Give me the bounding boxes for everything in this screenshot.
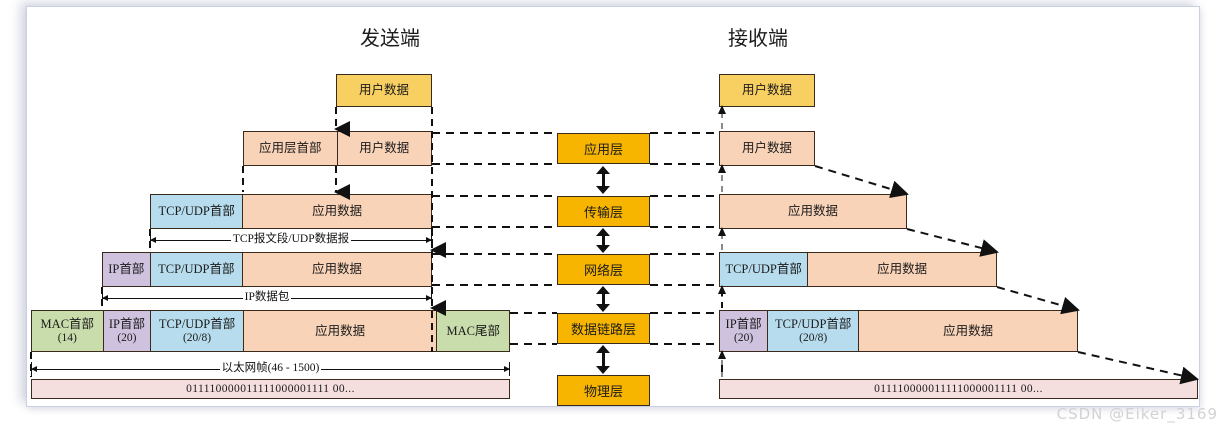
mac-trailer-segment: MAC尾部 — [437, 311, 509, 351]
watermark: CSDN @Eiker_3169 — [1056, 405, 1218, 423]
layer-arrow-app-transport — [596, 166, 610, 194]
app-data-segment: 应用数据 — [808, 253, 996, 286]
measure-ip-packet-label: IP数据包 — [242, 291, 292, 303]
layer-label-network: 网络层 — [583, 263, 623, 278]
tcp-header-segment: TCP/UDP首部 — [150, 253, 244, 286]
ip-header-size: (20) — [734, 331, 754, 344]
app-data-label: 应用数据 — [877, 262, 928, 277]
sender-transport-row: TCP/UDP首部 应用数据 — [150, 194, 432, 229]
tcp-header-size: (20/8) — [182, 331, 212, 344]
ip-header-label: IP首部 — [108, 316, 145, 331]
ip-header-segment: IP首部 (20) — [103, 311, 152, 351]
app-data-label: 应用数据 — [312, 262, 363, 277]
layer-label-transport: 传输层 — [583, 205, 623, 220]
sender-datalink-row: MAC首部 (14) IP首部 (20) TCP/UDP首部 (20/8) 应用… — [31, 310, 510, 352]
receiver-transport-row: 应用数据 — [719, 194, 907, 229]
receiver-application-row: 用户数据 — [719, 131, 815, 166]
layer-label-application: 应用层 — [583, 142, 623, 157]
layer-arrow-network-datalink — [596, 286, 610, 312]
layer-box-transport: 传输层 — [557, 196, 650, 227]
measure-tcp-segment-label: TCP报文段/UDP数据报 — [230, 233, 352, 245]
ip-header-segment: IP首部 (20) — [720, 311, 769, 351]
app-data-segment: 应用数据 — [243, 311, 438, 351]
sender-title: 发送端 — [360, 28, 420, 50]
tcp-header-segment: TCP/UDP首部 — [720, 253, 809, 286]
ip-header-label: IP首部 — [725, 316, 762, 331]
user-data-label: 用户数据 — [359, 141, 410, 156]
layer-box-physical: 物理层 — [557, 375, 650, 406]
sender-bitstream-row: 011110000011111000001111 00... — [31, 379, 510, 399]
app-data-label: 应用数据 — [312, 204, 363, 219]
app-data-label: 应用数据 — [787, 204, 838, 219]
ip-header-segment: IP首部 — [103, 253, 151, 286]
tcp-header-segment: TCP/UDP首部 (20/8) — [151, 311, 244, 351]
layer-arrow-transport-network — [596, 228, 610, 253]
layer-box-network: 网络层 — [557, 254, 650, 285]
tcp-header-label: TCP/UDP首部 — [158, 204, 235, 219]
app-header-segment: 应用层首部 — [244, 132, 338, 165]
receiver-title: 接收端 — [728, 28, 788, 50]
ip-header-size: (20) — [117, 331, 137, 344]
measure-ethernet-frame: 以太网帧(46 - 1500) — [31, 362, 510, 376]
measure-tcp-segment: TCP报文段/UDP数据报 — [150, 233, 432, 247]
mac-header-label: MAC首部 — [40, 316, 95, 331]
app-data-label: 应用数据 — [315, 323, 366, 338]
app-header-label: 应用层首部 — [258, 141, 322, 156]
app-data-segment: 应用数据 — [243, 195, 431, 228]
sender-application-row: 应用层首部 用户数据 — [243, 131, 432, 166]
receiver-datalink-row: IP首部 (20) TCP/UDP首部 (20/8) 应用数据 — [719, 310, 1078, 352]
tcp-header-label: TCP/UDP首部 — [775, 316, 852, 331]
user-data-label: 用户数据 — [741, 141, 792, 156]
mac-header-size: (14) — [57, 331, 77, 344]
tcp-header-segment: TCP/UDP首部 (20/8) — [768, 311, 860, 351]
layer-label-physical: 物理层 — [583, 384, 623, 399]
app-data-label: 应用数据 — [943, 323, 994, 338]
bitstream-label: 011110000011111000001111 00... — [186, 383, 355, 395]
layer-label-datalink: 数据链路层 — [570, 322, 636, 337]
tcp-header-label: TCP/UDP首部 — [158, 262, 235, 277]
layer-box-datalink: 数据链路层 — [557, 313, 650, 344]
sender-network-row: IP首部 TCP/UDP首部 应用数据 — [102, 252, 432, 287]
sender-user-data-box: 用户数据 — [336, 74, 432, 107]
tcp-header-label: TCP/UDP首部 — [725, 262, 802, 277]
layer-arrow-datalink-physical — [596, 345, 610, 374]
layer-box-application: 应用层 — [557, 133, 650, 164]
user-data-label: 用户数据 — [741, 83, 792, 98]
tcp-header-size: (20/8) — [799, 331, 828, 344]
receiver-bitstream-row: 011110000011111000001111 00... — [719, 379, 1198, 399]
user-data-label: 用户数据 — [358, 83, 409, 98]
tcp-header-segment: TCP/UDP首部 — [151, 195, 244, 228]
ip-header-label: IP首部 — [108, 262, 145, 277]
mac-header-segment: MAC首部 (14) — [32, 311, 104, 351]
app-data-segment: 应用数据 — [243, 253, 431, 286]
tcp-header-label: TCP/UDP首部 — [158, 316, 236, 331]
measure-ip-packet: IP数据包 — [102, 291, 432, 305]
measure-ethernet-frame-label: 以太网帧(46 - 1500) — [219, 362, 322, 374]
app-user-data-segment: 用户数据 — [338, 132, 432, 165]
receiver-network-row: TCP/UDP首部 应用数据 — [719, 252, 997, 287]
receiver-user-data-box: 用户数据 — [719, 74, 815, 107]
mac-trailer-label: MAC尾部 — [446, 323, 500, 338]
app-data-segment: 应用数据 — [859, 311, 1077, 351]
bitstream-label: 011110000011111000001111 00... — [874, 383, 1043, 395]
